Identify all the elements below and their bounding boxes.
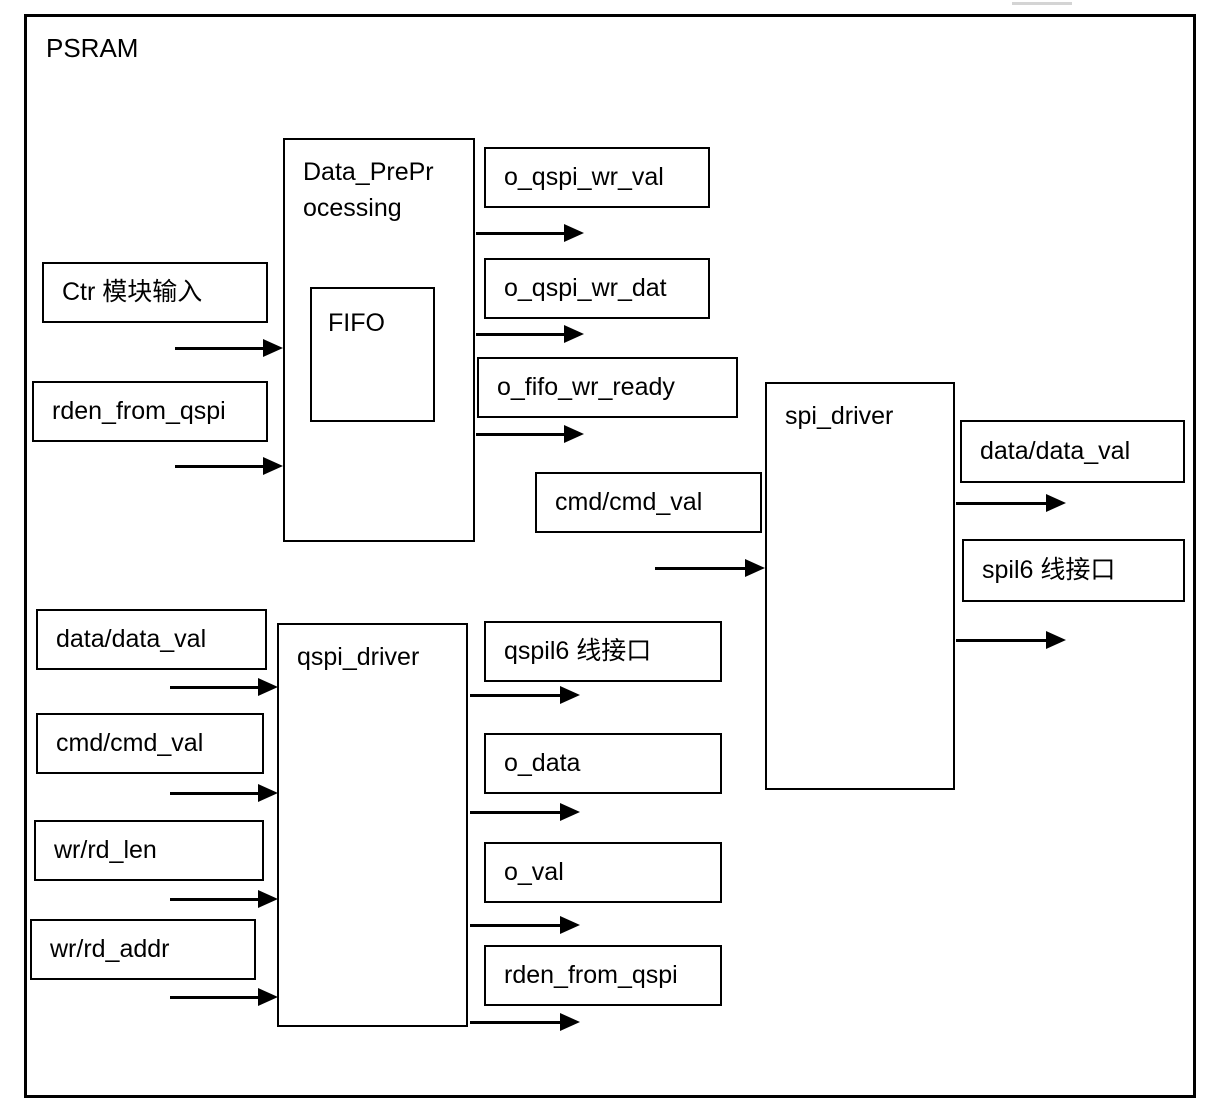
input-rden-from-qspi-label: rden_from_qspi — [52, 397, 226, 426]
output-qspi-o-data-label: o_data — [504, 749, 581, 778]
block-fifo-label: FIFO — [328, 309, 385, 337]
output-qspi-rden-from-qspi-label: rden_from_qspi — [504, 961, 678, 990]
block-spi-driver[interactable]: spi_driver — [765, 382, 955, 790]
output-qspi-rden-from-qspi[interactable]: rden_from_qspi — [484, 945, 722, 1006]
output-qspil6-interface[interactable]: qspil6 线接口 — [484, 621, 722, 682]
output-spi-spil6-interface[interactable]: spil6 线接口 — [962, 539, 1185, 602]
output-o-fifo-wr-ready-label: o_fifo_wr_ready — [497, 373, 675, 402]
output-qspil6-interface-label: qspil6 线接口 — [504, 637, 652, 666]
input-rden-from-qspi[interactable]: rden_from_qspi — [32, 381, 268, 442]
input-qspi-wr-rd-addr[interactable]: wr/rd_addr — [30, 919, 256, 980]
psram-title: PSRAM — [46, 33, 139, 63]
output-o-fifo-wr-ready[interactable]: o_fifo_wr_ready — [477, 357, 738, 418]
block-data-preprocessing-label: Data_PrePr ocessing — [303, 158, 434, 223]
input-qspi-cmd-cmd-val-label: cmd/cmd_val — [56, 729, 204, 758]
output-o-qspi-wr-dat[interactable]: o_qspi_wr_dat — [484, 258, 710, 319]
output-spi-spil6-interface-label: spil6 线接口 — [982, 556, 1116, 585]
block-qspi-driver[interactable]: qspi_driver — [277, 623, 468, 1027]
output-qspi-o-data[interactable]: o_data — [484, 733, 722, 794]
output-qspi-o-val-label: o_val — [504, 858, 564, 887]
output-spi-data-data-val-label: data/data_val — [980, 437, 1131, 466]
output-o-qspi-wr-val[interactable]: o_qspi_wr_val — [484, 147, 710, 208]
input-ctr-module-label: Ctr 模块输入 — [62, 278, 203, 307]
output-qspi-o-val[interactable]: o_val — [484, 842, 722, 903]
output-o-qspi-wr-val-label: o_qspi_wr_val — [504, 163, 664, 192]
input-qspi-data-data-val-label: data/data_val — [56, 625, 207, 654]
input-ctr-module[interactable]: Ctr 模块输入 — [42, 262, 268, 323]
output-spi-data-data-val[interactable]: data/data_val — [960, 420, 1185, 483]
block-qspi-driver-label: qspi_driver — [297, 643, 420, 671]
input-qspi-wr-rd-len[interactable]: wr/rd_len — [34, 820, 264, 881]
block-fifo[interactable]: FIFO — [310, 287, 435, 422]
crop-artifact-line — [1012, 2, 1072, 5]
input-spi-cmd-cmd-val[interactable]: cmd/cmd_val — [535, 472, 762, 533]
block-spi-driver-label: spi_driver — [785, 402, 894, 430]
input-qspi-data-data-val[interactable]: data/data_val — [36, 609, 267, 670]
output-o-qspi-wr-dat-label: o_qspi_wr_dat — [504, 274, 667, 303]
input-spi-cmd-cmd-val-label: cmd/cmd_val — [555, 488, 703, 517]
input-qspi-cmd-cmd-val[interactable]: cmd/cmd_val — [36, 713, 264, 774]
input-qspi-wr-rd-len-label: wr/rd_len — [54, 836, 157, 865]
input-qspi-wr-rd-addr-label: wr/rd_addr — [50, 935, 170, 964]
